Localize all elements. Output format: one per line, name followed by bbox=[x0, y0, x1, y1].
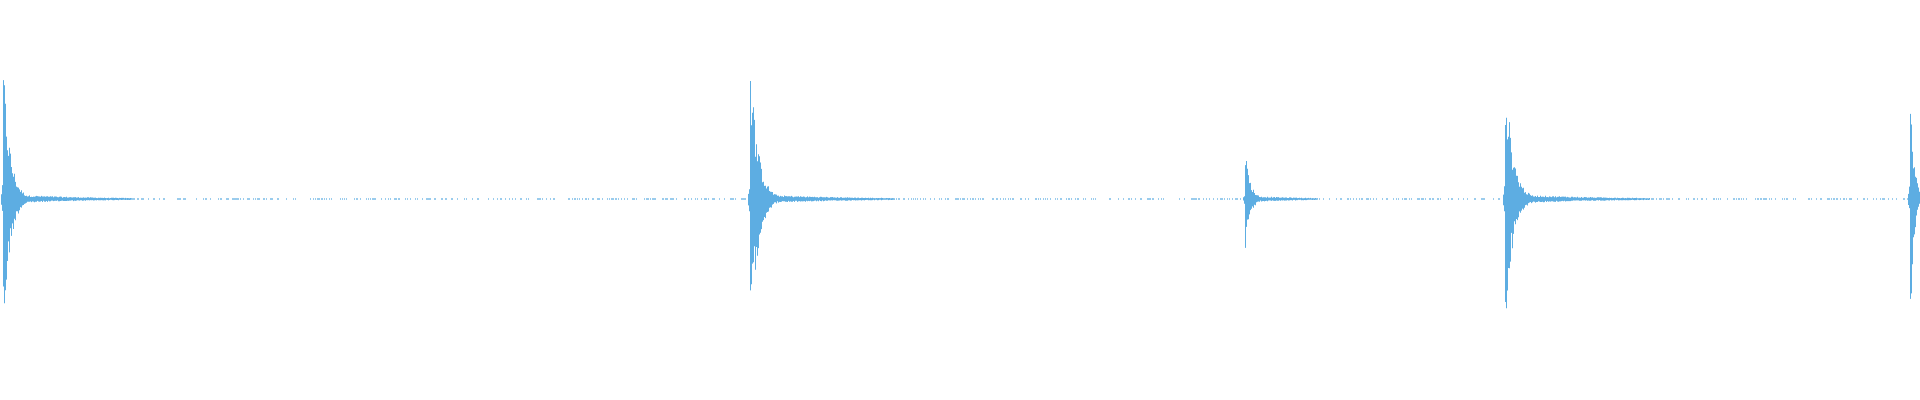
waveform-trace bbox=[1, 80, 1920, 309]
waveform-samples bbox=[1, 80, 1920, 309]
